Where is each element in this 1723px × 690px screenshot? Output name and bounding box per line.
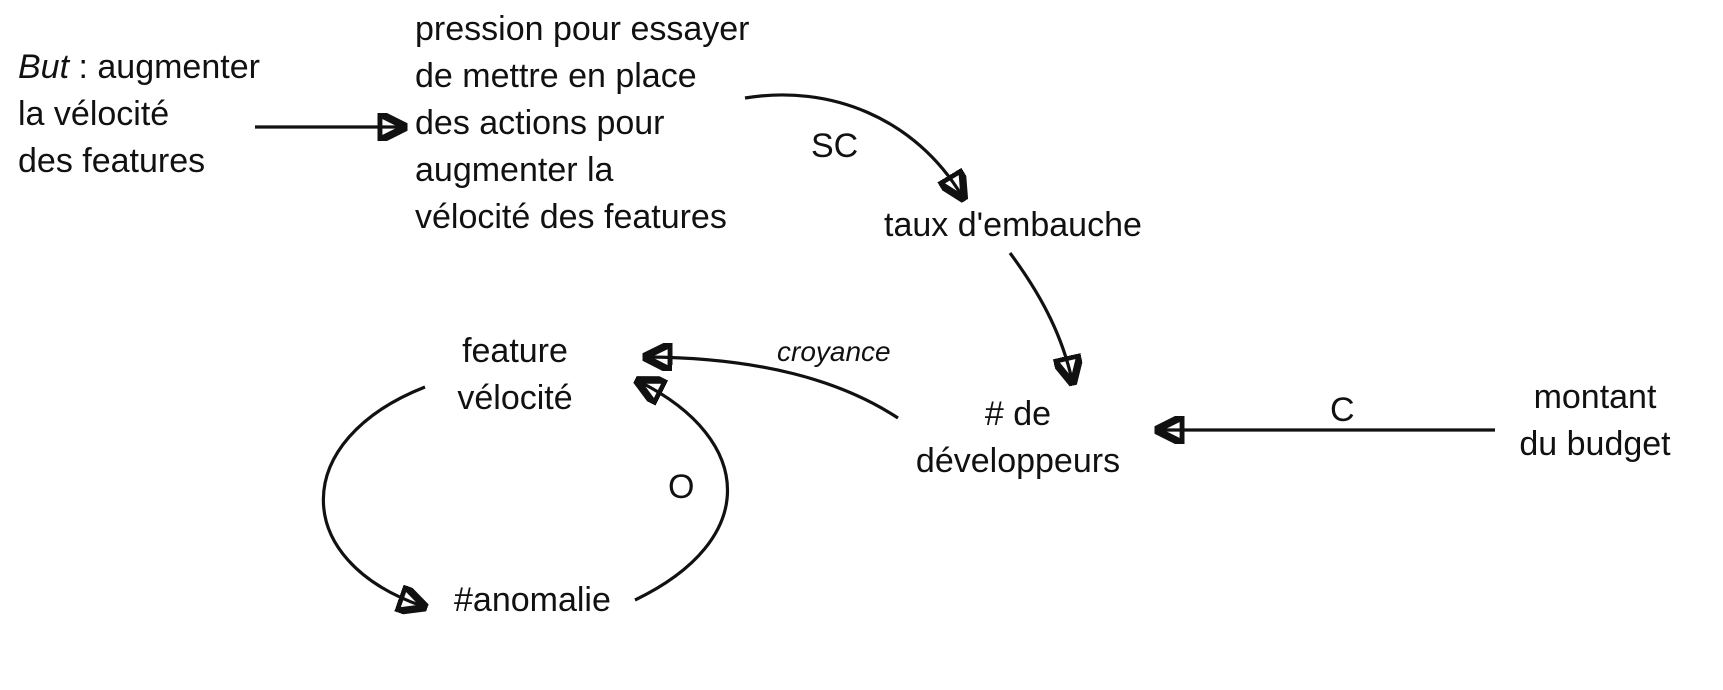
edge-developpeurs-to-velocite (648, 357, 899, 420)
node-goal-line3: des features (18, 142, 206, 180)
node-pression-line1: pression pour essayer (415, 10, 750, 48)
node-taux-embauche-label: taux d'embauche (884, 206, 1142, 244)
node-anomalie: #anomalie (454, 577, 611, 624)
node-goal-line1-rest: : augmenter (69, 48, 260, 86)
node-taux-embauche: taux d'embauche (884, 202, 1142, 249)
node-velocite-line1: feature (462, 332, 568, 370)
node-developpeurs: # de développeurs (898, 391, 1138, 485)
edge-taux-embauche-to-developpeurs (1008, 252, 1072, 380)
node-developpeurs-line1: # de (984, 395, 1052, 433)
node-goal-line1: But : augmenter (18, 44, 260, 91)
node-pression: pression pour essayer de mettre en place… (415, 6, 750, 241)
node-goal-prefix: But (18, 48, 70, 86)
edge-velocite-to-anomalie (321, 385, 425, 606)
edge-anomalie-to-velocite (635, 382, 730, 602)
node-goal-line2: la vélocité (18, 95, 170, 133)
node-velocite: feature vélocité (440, 328, 590, 422)
node-velocite-line2: vélocité (457, 379, 573, 417)
edge-label-croyance: croyance (777, 336, 891, 367)
node-pression-line2: de mettre en place (415, 57, 697, 95)
node-pression-line4: augmenter la (415, 151, 614, 189)
edge-label-o: O (668, 468, 695, 506)
node-budget-line1: montant (1533, 378, 1657, 416)
edge-label-sc: SC (811, 127, 859, 165)
node-pression-line5: vélocité des features (415, 198, 727, 236)
node-budget-line2: du budget (1519, 425, 1671, 463)
node-goal: But : augmenter la vélocité des features (18, 44, 260, 185)
node-budget: montant du budget (1500, 374, 1690, 468)
node-pression-line3: des actions pour (415, 104, 665, 142)
node-developpeurs-line2: développeurs (915, 442, 1121, 480)
edge-label-c: C (1330, 391, 1355, 429)
node-anomalie-label: #anomalie (454, 581, 611, 619)
edge-pression-to-taux-embauche (744, 93, 962, 196)
